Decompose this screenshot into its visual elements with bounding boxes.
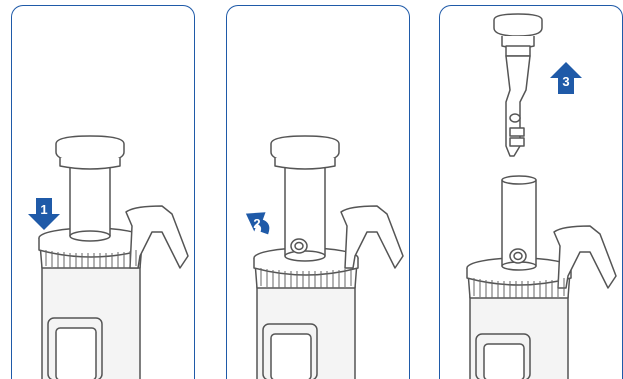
step-3-panel: 3 (439, 5, 623, 379)
step-number-1: 1 (24, 190, 64, 230)
step-1-panel: 1 (11, 5, 195, 379)
step-number-2: 2 (237, 204, 277, 244)
step-2-panel: 2 (226, 5, 410, 379)
pipette-illustration-3 (440, 6, 623, 379)
arrow-rotate-icon: 2 (237, 204, 277, 244)
arrow-down-icon: 1 (24, 194, 64, 234)
step-number-3: 3 (546, 62, 586, 102)
pipette-illustration-2 (227, 6, 410, 379)
arrow-up-icon: 3 (546, 58, 586, 98)
